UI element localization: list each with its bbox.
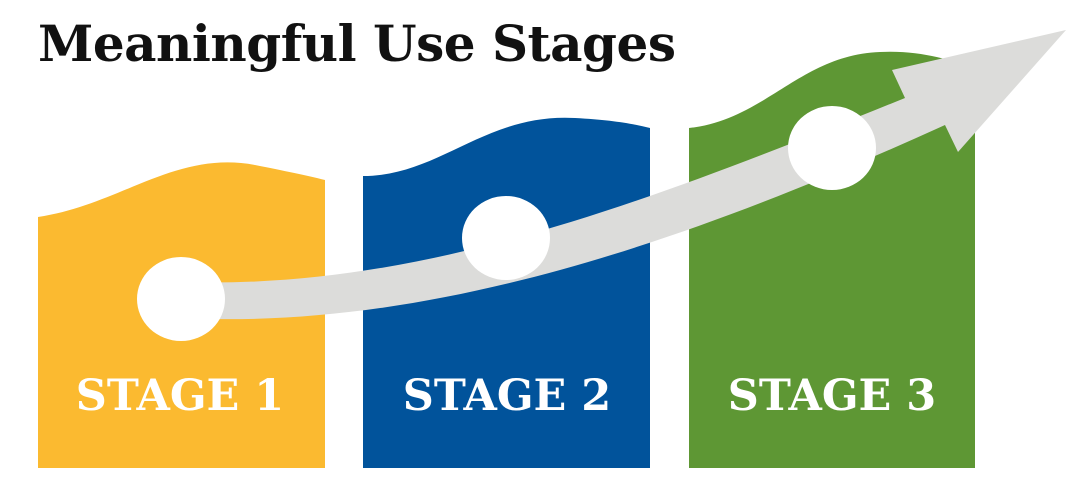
stage-2-marker bbox=[462, 196, 550, 280]
stage-1-marker bbox=[137, 257, 225, 341]
stage-3-label: STAGE 3 bbox=[728, 371, 936, 421]
stage-2-block: STAGE 2 bbox=[363, 117, 650, 468]
page-title: Meaningful Use Stages bbox=[38, 14, 676, 73]
progress-arrow bbox=[180, 30, 1066, 320]
stage-2-label: STAGE 2 bbox=[403, 371, 611, 421]
stage-3-marker bbox=[788, 106, 876, 190]
stage-2-shape bbox=[363, 117, 650, 468]
stage-1-label: STAGE 1 bbox=[76, 371, 284, 421]
